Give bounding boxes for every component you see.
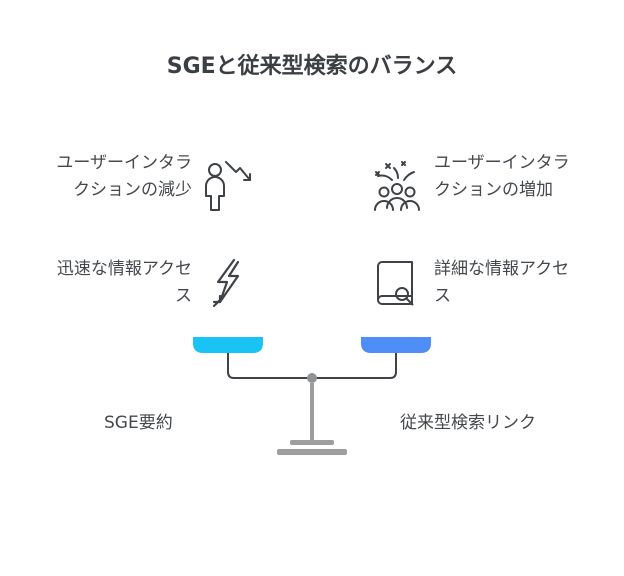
right-item-1-label: ユーザーインタラクションの増加 bbox=[434, 153, 570, 200]
group-sparkle-icon bbox=[368, 158, 426, 214]
lightning-bolt-icon bbox=[210, 258, 244, 308]
left-pan bbox=[193, 337, 263, 353]
scale-pillar bbox=[310, 383, 314, 441]
scale-base-top bbox=[290, 440, 334, 445]
person-decrease-icon bbox=[198, 158, 258, 216]
scale-base bbox=[277, 449, 347, 455]
right-pan bbox=[361, 337, 431, 353]
scale-pivot bbox=[307, 373, 317, 383]
left-item-1-label: ユーザーインタラクションの減少 bbox=[56, 153, 192, 200]
right-item-2-label: 詳細な情報アクセス bbox=[434, 259, 570, 306]
left-item-2-label: 迅速な情報アクセス bbox=[56, 259, 192, 306]
book-search-icon bbox=[372, 258, 418, 308]
diagram-title: SGEと従来型検索のバランス bbox=[166, 54, 458, 79]
right-pan-label: 従来型検索リンク bbox=[400, 413, 536, 433]
left-pan-label: SGE要約 bbox=[104, 413, 173, 433]
